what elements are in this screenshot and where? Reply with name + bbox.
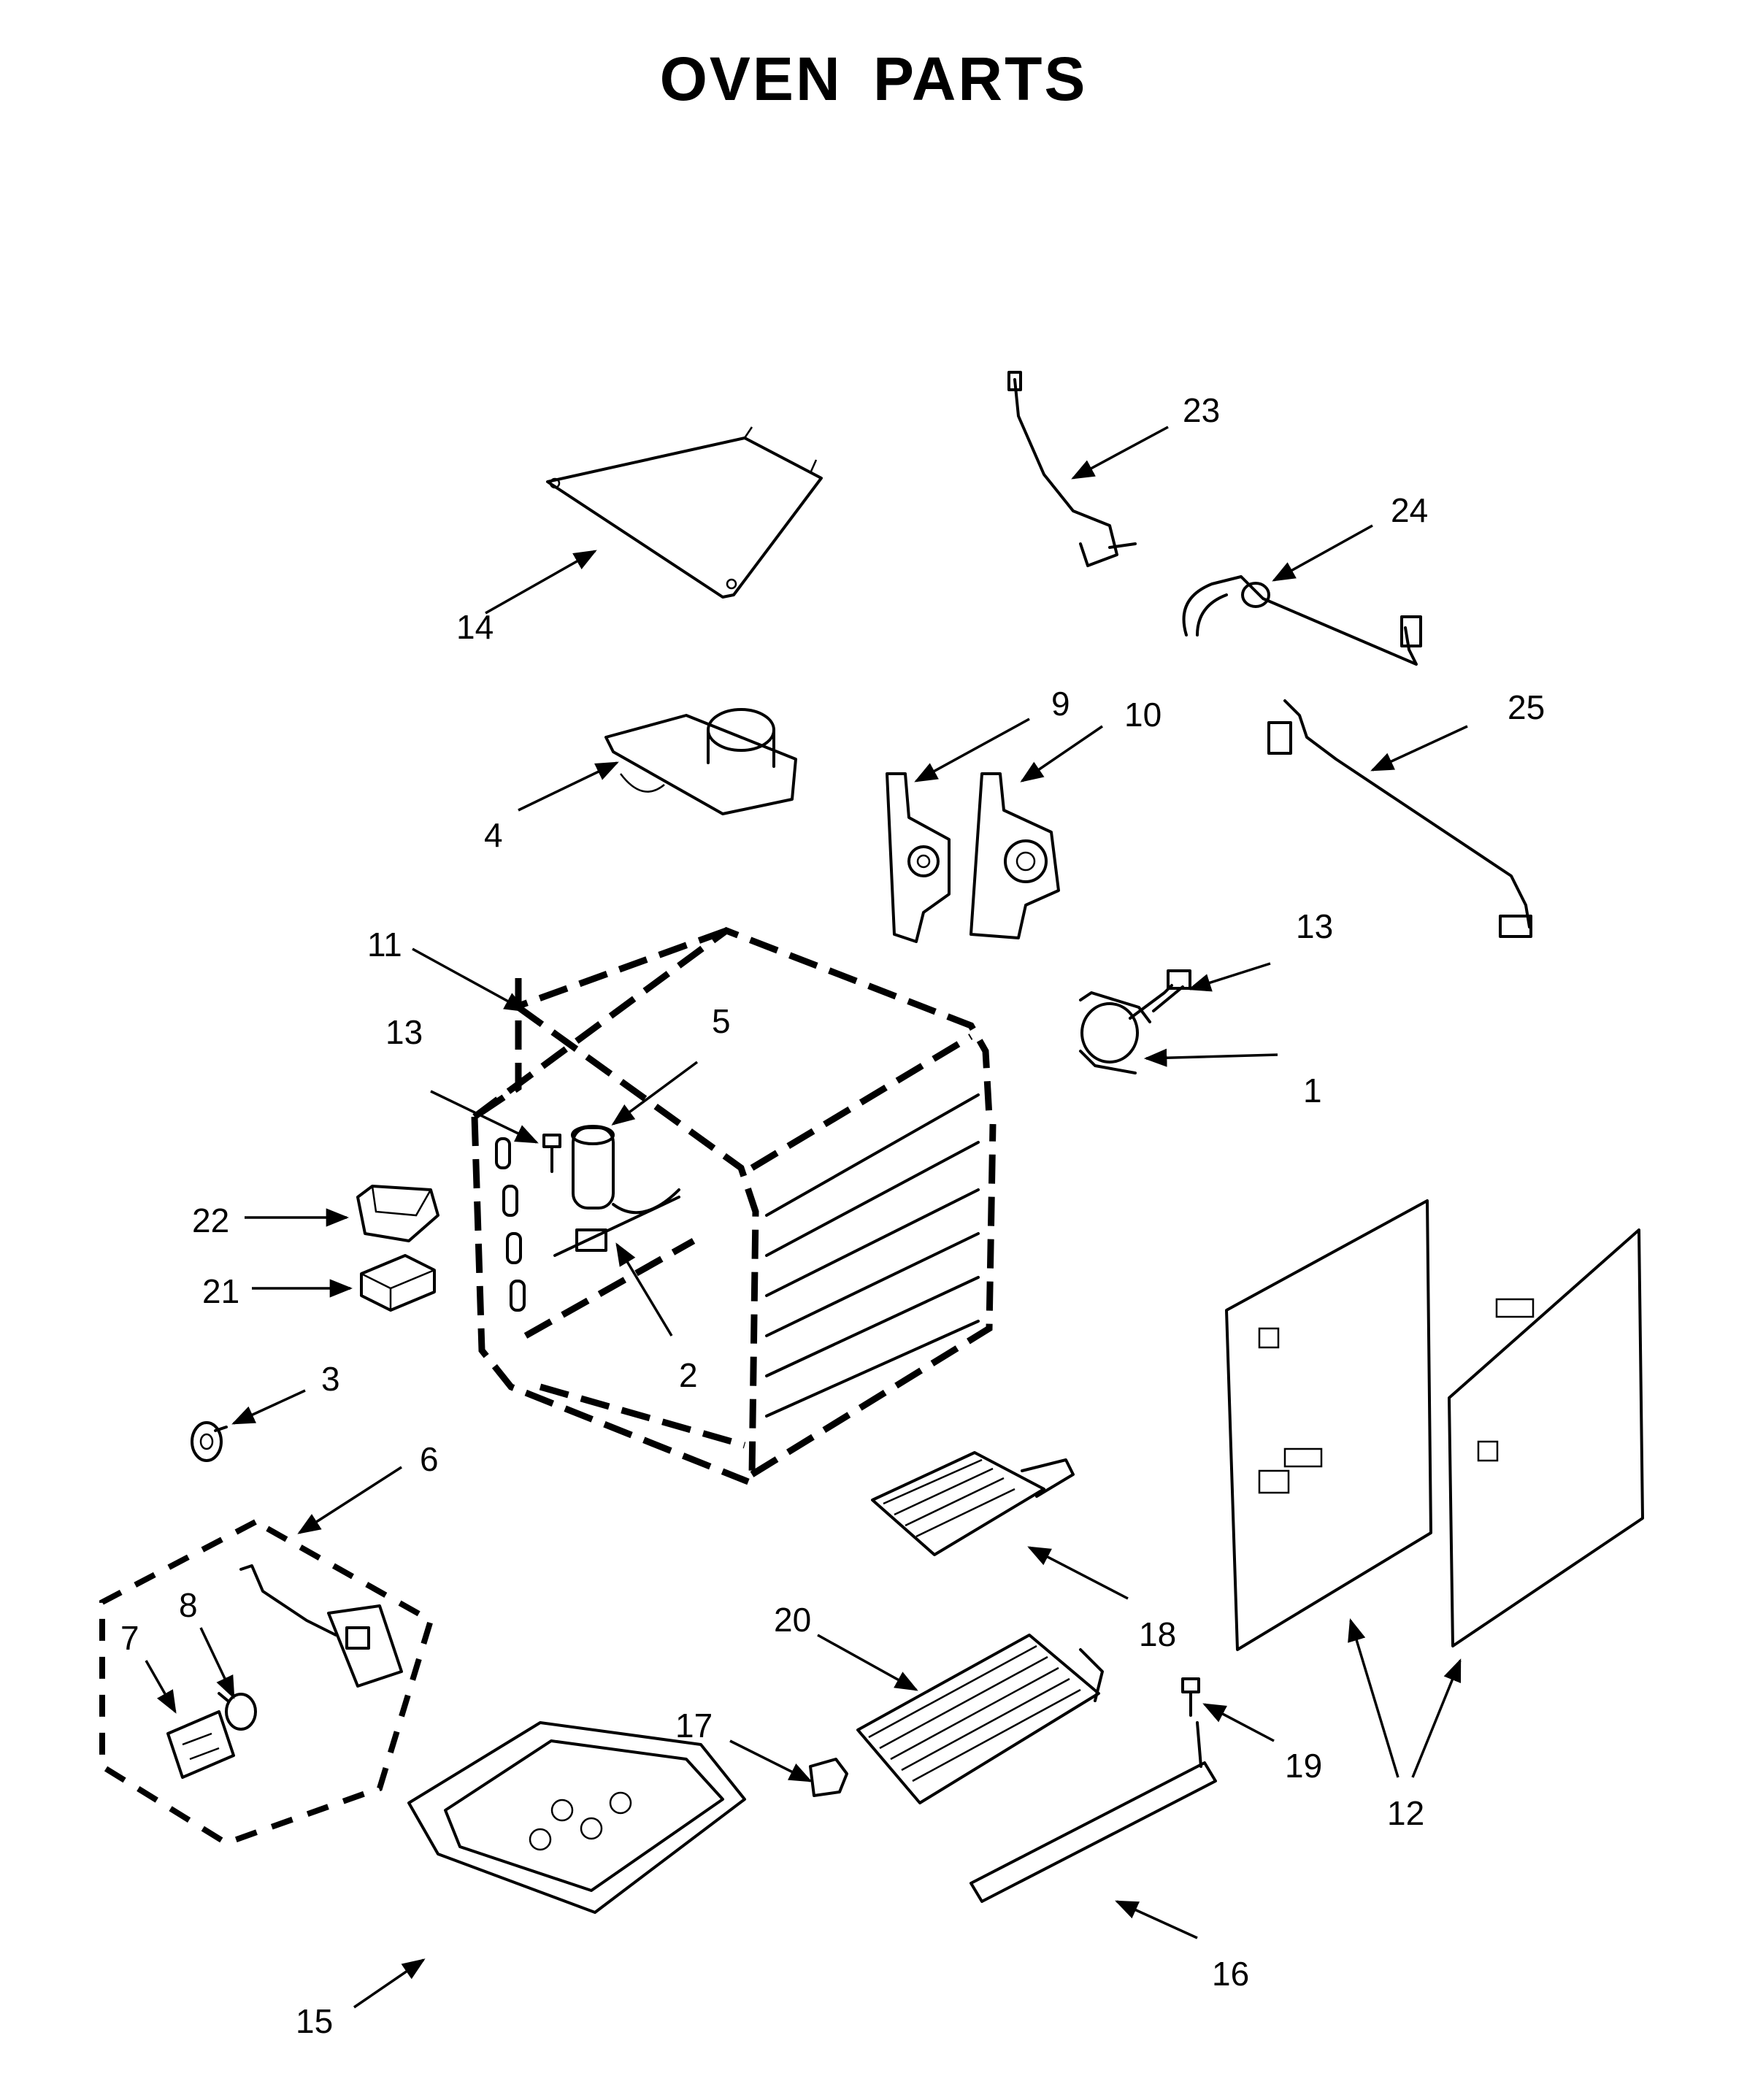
part-24-gas-tube	[1182, 575, 1422, 666]
part-10-hinge	[970, 772, 1060, 939]
callout-21: 21	[202, 1272, 239, 1310]
callout-12: 12	[1387, 1794, 1424, 1832]
part-23-gas-tube	[1007, 371, 1137, 567]
part-6-light-assembly	[99, 1519, 434, 1847]
callout-17: 17	[675, 1707, 713, 1745]
callout-20: 20	[774, 1601, 811, 1639]
callout-9: 9	[1051, 685, 1070, 723]
callout-5: 5	[712, 1002, 731, 1040]
part-11-oven-cavity	[471, 926, 997, 1485]
callout-13-right: 13	[1296, 907, 1333, 945]
callout-22: 22	[192, 1201, 229, 1239]
part-14-top-plate	[546, 426, 823, 599]
callout-14: 14	[456, 608, 494, 646]
callout-13-left: 13	[385, 1013, 423, 1051]
leader-lines	[145, 426, 1468, 2009]
callout-10: 10	[1124, 696, 1162, 734]
part-3-knob	[191, 1421, 228, 1462]
callout-18: 18	[1139, 1615, 1176, 1653]
callout-3: 3	[321, 1360, 340, 1398]
callout-labels: 14 23 24 25 4 9 10 13 1 11 5 13 22 21 2 …	[120, 391, 1545, 2040]
part-15-tray	[407, 1721, 746, 1914]
callout-24: 24	[1391, 491, 1428, 529]
callout-16: 16	[1212, 1955, 1249, 1993]
part-20-element	[856, 1634, 1104, 1804]
part-13-screw-left	[542, 1134, 561, 1173]
part-19-screw	[1181, 1677, 1200, 1717]
part-12-side-panel-right	[1448, 1228, 1644, 1647]
part-16-bar	[970, 1721, 1217, 1903]
part-2-burner-tube	[553, 1196, 680, 1257]
callout-2: 2	[679, 1356, 698, 1394]
part-18-element	[871, 1451, 1075, 1556]
part-4-motor-bracket	[604, 708, 797, 815]
diagram-title: OVEN PARTS	[659, 45, 1088, 113]
part-21-block	[360, 1254, 436, 1312]
callout-4: 4	[484, 816, 503, 854]
callout-11: 11	[367, 926, 402, 964]
part-5-igniter	[571, 1125, 680, 1215]
callout-1: 1	[1303, 1072, 1322, 1109]
callout-7: 7	[120, 1619, 139, 1657]
callout-23: 23	[1183, 391, 1220, 429]
callout-15: 15	[296, 2002, 333, 2040]
part-13-screw-right	[1152, 985, 1184, 1012]
part-7-lens	[166, 1710, 235, 1779]
callout-6: 6	[420, 1440, 439, 1478]
part-9-hinge	[886, 772, 951, 943]
callout-25: 25	[1508, 688, 1545, 726]
part-22-bracket	[356, 1185, 439, 1242]
callout-19: 19	[1285, 1747, 1322, 1785]
part-25-gas-tube	[1267, 699, 1532, 938]
part-12-side-panel-left	[1225, 1199, 1432, 1651]
callout-8: 8	[179, 1586, 198, 1624]
part-17-clip	[809, 1758, 848, 1797]
